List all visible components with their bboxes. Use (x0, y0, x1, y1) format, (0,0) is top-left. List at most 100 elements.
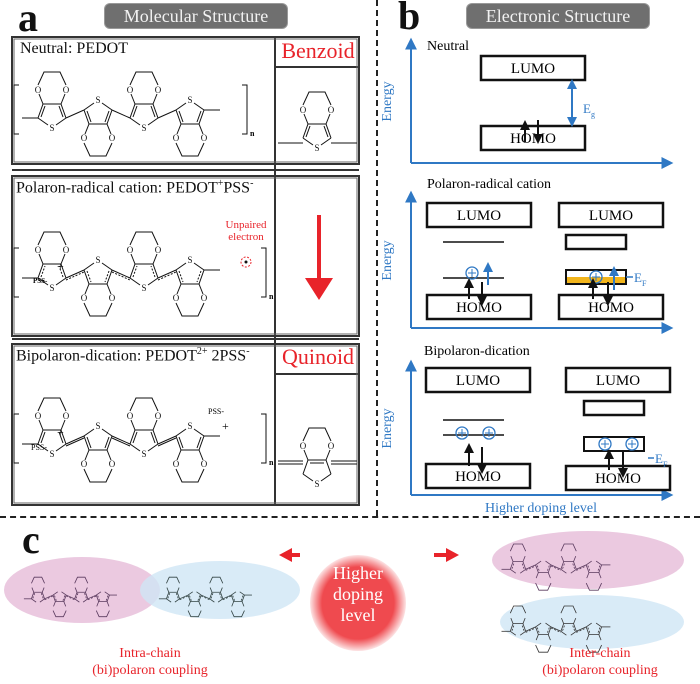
bond (535, 560, 542, 566)
oxygen-atom: O (109, 293, 116, 303)
bond (535, 634, 539, 641)
bond (83, 435, 113, 451)
bond (560, 543, 577, 552)
double-bond (562, 562, 566, 569)
row-2-box (11, 175, 360, 337)
inter-ring-double (222, 595, 232, 601)
bond (38, 419, 44, 431)
bond (560, 605, 577, 614)
bond (83, 102, 95, 111)
inter-ring-bond (111, 269, 131, 279)
bond (83, 269, 113, 285)
bond (95, 610, 110, 618)
panel-a-letter: a (18, 0, 38, 40)
bond (37, 443, 49, 452)
double-bond (178, 110, 184, 123)
bond (302, 427, 332, 442)
band-gap-subscript: g (591, 110, 595, 119)
bond (129, 397, 159, 412)
inter-chain-line-2: (bi)polaron coupling (542, 663, 658, 678)
edot-unit (74, 576, 89, 603)
bond (188, 601, 191, 607)
polaron-label-mid: PSS (223, 179, 251, 197)
double-bond (587, 627, 591, 634)
oxygen-atom: O (173, 133, 180, 143)
center-line-3: level (340, 605, 376, 625)
polaron-label-main: Polaron-radical cation: PEDOT (16, 179, 218, 197)
edot-unit (230, 591, 245, 618)
bond (325, 449, 331, 461)
inter-ring-double (157, 271, 177, 281)
bond (209, 576, 224, 584)
inter-ring-bond (65, 435, 85, 445)
bond (166, 587, 170, 593)
bond (585, 644, 602, 653)
oxygen-atom: O (127, 411, 134, 421)
sulfur-atom: S (141, 449, 146, 459)
bond (196, 591, 202, 596)
bond (37, 397, 67, 412)
oxygen-atom: O (328, 441, 335, 451)
edot-unit (302, 91, 332, 146)
double-bond (546, 565, 550, 572)
homo-box-label: HOMO (455, 469, 501, 485)
bond (209, 587, 213, 593)
lumo-box (479, 54, 587, 82)
right-arrow-icon (446, 548, 459, 562)
edot-unit (129, 397, 159, 452)
bond (106, 283, 112, 295)
bond (101, 262, 113, 271)
inter-ring-bond (201, 594, 210, 600)
oxygen-atom: O (127, 85, 134, 95)
inter-ring-bond (576, 564, 587, 570)
repeat-subscript: n (269, 458, 274, 467)
bond (175, 269, 205, 285)
double-bond (572, 562, 576, 569)
double-bond (97, 595, 100, 601)
bond (175, 142, 205, 157)
center-line-2: doping (332, 584, 383, 604)
bond (106, 601, 110, 607)
bond (198, 283, 204, 295)
bond (302, 91, 332, 106)
bond (175, 102, 187, 111)
bond (175, 468, 205, 483)
double-bond (150, 265, 156, 278)
bond (209, 591, 224, 599)
bond (83, 109, 113, 125)
fermi-subscript: F (642, 279, 647, 288)
oxygen-atom: O (109, 133, 116, 143)
bond (510, 617, 514, 624)
sulfur-atom: S (141, 283, 146, 293)
edot-unit (175, 102, 205, 157)
inter-ring-bond (44, 594, 54, 600)
bond (83, 428, 95, 437)
bond (166, 576, 180, 584)
bond (37, 429, 67, 445)
homo-box-label: HOMO (588, 300, 634, 316)
bond (547, 572, 551, 579)
double-bond (105, 595, 109, 601)
bond (84, 283, 90, 295)
bond (166, 591, 180, 599)
oxygen-atom: O (81, 133, 88, 143)
higher-doping-level-text: Higher doping level (318, 563, 398, 626)
double-bond (132, 431, 138, 444)
inter-ring-bond (576, 626, 587, 632)
sulfur-atom: S (49, 449, 54, 459)
bond (535, 644, 552, 653)
bipolaron-label-main: Bipolaron-dication: PEDOT (16, 347, 197, 365)
pss-counter-ion: PSS- (208, 407, 224, 416)
bond (560, 623, 577, 632)
bond (570, 630, 577, 636)
bond (509, 561, 527, 570)
oxygen-atom: O (63, 85, 70, 95)
double-bond (54, 595, 57, 601)
double-bond (40, 593, 44, 599)
bond (55, 117, 67, 126)
bond (187, 594, 202, 603)
double-bond (597, 565, 601, 572)
sulfur-atom: S (95, 255, 100, 265)
bond (595, 560, 602, 566)
